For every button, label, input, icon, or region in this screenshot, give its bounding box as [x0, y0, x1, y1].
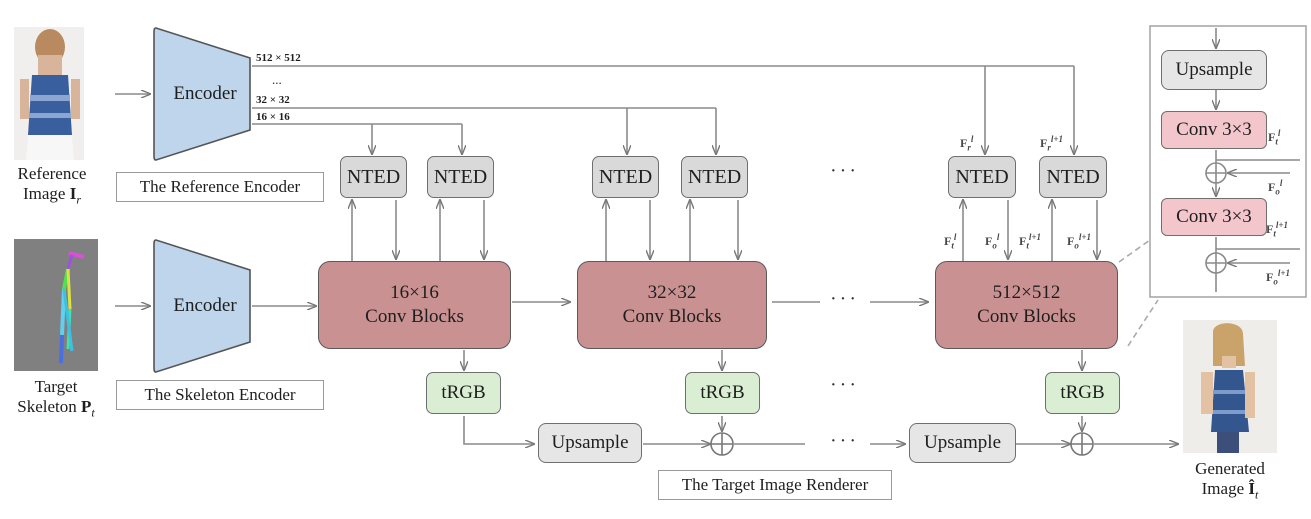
renderer-caption: The Target Image Renderer	[658, 470, 892, 500]
symbol-f-r-l: Frl	[960, 134, 974, 153]
detail-symbol-f-o-l: Fol	[1268, 178, 1283, 197]
reference-image-label: Reference Image Ir	[17, 164, 87, 207]
symbol-f-t-l: Ftl	[944, 232, 957, 251]
reference-image	[14, 27, 84, 160]
renderer-ellipsis: ···	[830, 430, 859, 452]
generated-image-label: Generated Image Ît	[1195, 459, 1265, 502]
detail-upsample: Upsample	[1161, 50, 1267, 90]
detail-conv-1: Conv 3×3	[1161, 111, 1267, 149]
skeleton-encoder-caption: The Skeleton Encoder	[116, 380, 324, 410]
target-skeleton-label: Target Skeleton Pt	[17, 377, 95, 420]
symbol-f-t-l1: Ftl+1	[1019, 232, 1041, 251]
resolution-32: 32 × 32	[256, 94, 290, 106]
reference-encoder	[153, 27, 251, 161]
nted-block-32-a: NTED	[592, 156, 659, 198]
generated-image	[1183, 320, 1277, 453]
reference-encoder-label: Encoder	[173, 83, 237, 105]
symbol-f-o-l: Fol	[985, 232, 1000, 251]
trgb-32: tRGB	[685, 372, 760, 414]
skeleton-encoder-label: Encoder	[173, 295, 237, 317]
nted-block-32-b: NTED	[681, 156, 748, 198]
detail-symbol-f-t-l1: Ftl+1	[1266, 220, 1288, 239]
reference-encoder-caption: The Reference Encoder	[116, 172, 324, 202]
resolution-512: 512 × 512	[256, 52, 301, 64]
detail-symbol-f-t-l: Ftl	[1268, 128, 1281, 147]
detail-symbol-f-o-l1: Fol+1	[1266, 268, 1290, 287]
conv-ellipsis: ···	[830, 288, 859, 310]
target-skeleton-image	[14, 239, 98, 371]
skeleton-encoder	[153, 239, 251, 373]
symbol-f-o-l1: Fol+1	[1067, 232, 1091, 251]
nted-block-16-a: NTED	[340, 156, 407, 198]
renderer-upsample-1: Upsample	[538, 423, 642, 463]
nted-block-512-a: NTED	[948, 156, 1016, 198]
trgb-512: tRGB	[1045, 372, 1120, 414]
resolution-16: 16 × 16	[256, 111, 290, 123]
trgb-16: tRGB	[426, 372, 501, 414]
resolution-ellipsis: ...	[272, 72, 282, 87]
symbol-f-r-l1: Frl+1	[1040, 134, 1063, 153]
nted-ellipsis: ···	[830, 160, 859, 182]
trgb-ellipsis: ···	[830, 374, 859, 396]
detail-conv-2: Conv 3×3	[1161, 198, 1267, 236]
nted-block-512-b: NTED	[1039, 156, 1107, 198]
renderer-upsample-2: Upsample	[909, 423, 1016, 463]
nted-block-16-b: NTED	[427, 156, 494, 198]
